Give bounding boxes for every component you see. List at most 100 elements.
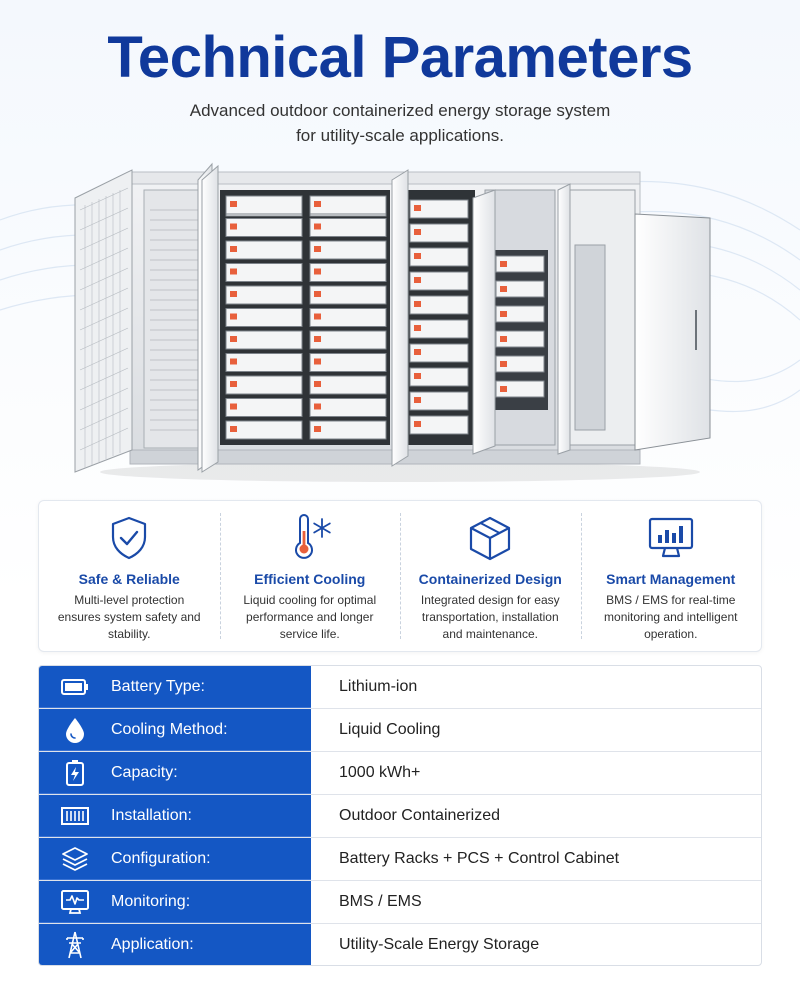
battery-module: [225, 420, 303, 440]
battery-terminal: [414, 301, 421, 307]
spec-value: Battery Racks + PCS + Control Cabinet: [339, 850, 620, 867]
battery-module: [309, 195, 387, 215]
spec-value: Liquid Cooling: [339, 721, 441, 738]
spec-row-cooling-method: Cooling Method: Liquid Cooling: [39, 709, 761, 752]
spec-label-cell: Capacity:: [39, 752, 311, 794]
battery-terminal: [414, 229, 421, 235]
battery-module: [409, 295, 469, 315]
battery-module: [409, 199, 469, 219]
battery-module: [225, 218, 303, 237]
battery-module: [495, 380, 545, 398]
battery-terminal: [500, 311, 507, 317]
battery-terminal: [230, 246, 237, 252]
battery-terminal: [314, 246, 321, 252]
battery-terminal: [314, 358, 321, 365]
spec-label-cell: Monitoring:: [39, 881, 311, 923]
feature-containerized-design: Containerized Design Integrated design f…: [400, 501, 581, 651]
battery-module: [225, 263, 303, 282]
monitor-pulse-icon: [61, 889, 89, 914]
thermometer-snowflake-icon: [294, 514, 331, 559]
features-panel: Safe & Reliable Multi-level protection e…: [38, 500, 762, 652]
spec-label: Monitoring:: [111, 892, 191, 910]
battery-terminal: [230, 313, 237, 320]
water-drop-icon: [66, 717, 84, 743]
spec-table: Battery Type: Lithium-ion Cooling Method…: [38, 665, 762, 966]
battery-terminal: [414, 397, 421, 403]
battery-terminal: [230, 291, 237, 297]
battery-icon: [61, 678, 88, 695]
battery-module: [309, 420, 387, 440]
battery-terminal: [314, 381, 321, 387]
battery-terminal: [314, 201, 321, 207]
battery-terminal: [230, 403, 237, 410]
battery-terminal: [230, 201, 237, 207]
battery-terminal: [230, 358, 237, 365]
subtitle-line-1: Advanced outdoor containerized energy st…: [189, 101, 611, 120]
battery-module: [495, 330, 545, 348]
battery-module: [309, 330, 387, 350]
spec-label: Battery Type:: [111, 677, 205, 695]
battery-terminal: [314, 426, 321, 432]
shield-check-icon: [112, 516, 147, 560]
spec-value: Outdoor Containerized: [339, 807, 500, 824]
battery-module: [225, 353, 303, 372]
spec-label: Cooling Method:: [111, 720, 228, 738]
container-product-image: [74, 162, 711, 482]
battery-terminal: [500, 286, 507, 292]
power-tower-icon: [66, 931, 84, 959]
battery-module: [309, 308, 387, 327]
battery-terminal: [414, 277, 421, 283]
battery-module: [225, 285, 303, 305]
battery-module: [495, 355, 545, 373]
box-icon: [470, 516, 511, 561]
battery-terminal: [230, 223, 237, 230]
container-icon: [61, 806, 89, 825]
battery-terminal: [314, 291, 321, 297]
feature-efficient-cooling: Efficient Cooling Liquid cooling for opt…: [219, 501, 401, 651]
subtitle-line-2: for utility-scale applications.: [296, 126, 504, 145]
feature-description: Integrated design for easy transportatio…: [420, 593, 560, 641]
battery-terminal: [414, 325, 421, 331]
monitor-chart-icon: [648, 517, 693, 558]
spec-row-installation: Installation: Outdoor Containerized: [39, 795, 761, 838]
battery-module: [409, 367, 469, 387]
battery-terminal: [414, 421, 421, 427]
feature-title: Smart Management: [606, 571, 736, 587]
layers-icon: [62, 846, 88, 871]
feature-smart-management: Smart Management BMS / EMS for real-time…: [580, 501, 762, 651]
spec-row-battery-type: Battery Type: Lithium-ion: [39, 666, 761, 709]
mesh-door-left: [74, 169, 133, 473]
battery-module: [225, 308, 303, 327]
feature-title: Safe & Reliable: [78, 571, 180, 587]
spec-value: Lithium-ion: [339, 678, 418, 695]
battery-terminal: [314, 313, 321, 320]
spec-label-cell: Battery Type:: [39, 666, 311, 708]
battery-module: [495, 280, 545, 298]
feature-title: Efficient Cooling: [254, 571, 366, 587]
battery-terminal: [500, 261, 507, 267]
battery-module: [309, 375, 387, 395]
spec-row-configuration: Configuration: Battery Racks + PCS + Con…: [39, 838, 761, 881]
battery-terminal: [414, 205, 421, 211]
battery-module: [225, 375, 303, 395]
feature-description: BMS / EMS for real-time monitoring and i…: [604, 593, 738, 641]
spec-value: BMS / EMS: [339, 893, 422, 910]
spec-row-monitoring: Monitoring: BMS / EMS: [39, 881, 761, 924]
battery-terminal: [314, 268, 321, 275]
feature-description: Multi-level protection ensures system sa…: [57, 593, 201, 641]
battery-terminal: [500, 386, 507, 392]
page-subtitle: Advanced outdoor containerized energy st…: [150, 98, 650, 148]
battery-terminal: [500, 361, 507, 367]
battery-module: [309, 263, 387, 282]
battery-terminal: [230, 336, 237, 342]
battery-module: [495, 305, 545, 323]
battery-module: [225, 195, 303, 215]
battery-module: [409, 343, 469, 363]
feature-safe-reliable: Safe & Reliable Multi-level protection e…: [39, 501, 220, 651]
feature-title: Containerized Design: [418, 571, 562, 587]
battery-module: [309, 353, 387, 372]
battery-terminal: [230, 268, 237, 275]
battery-terminal: [314, 336, 321, 342]
spec-label-cell: Application:: [39, 924, 311, 965]
